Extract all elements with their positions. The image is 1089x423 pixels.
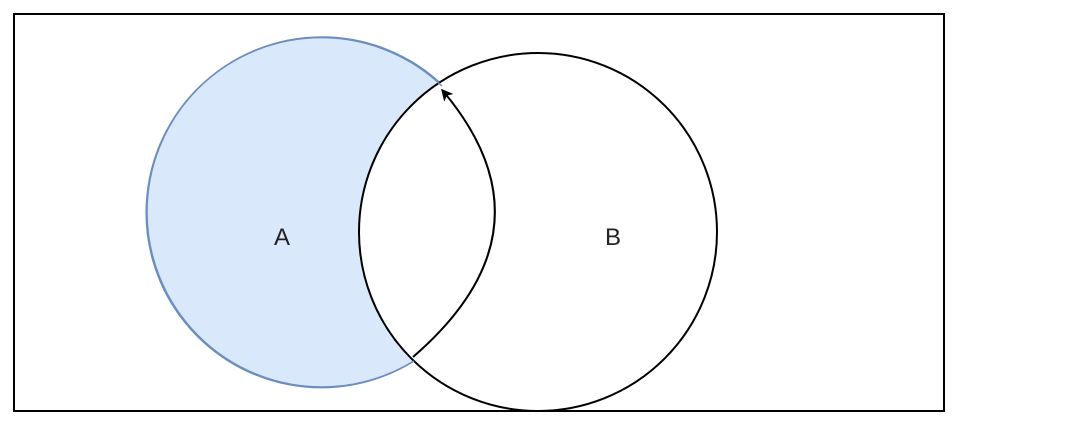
circle-a-label: A <box>274 224 290 251</box>
circle-b <box>358 52 718 412</box>
circle-a-outline <box>145 36 443 389</box>
circle-b-label: B <box>605 224 621 251</box>
intersection-arrow <box>412 88 496 358</box>
